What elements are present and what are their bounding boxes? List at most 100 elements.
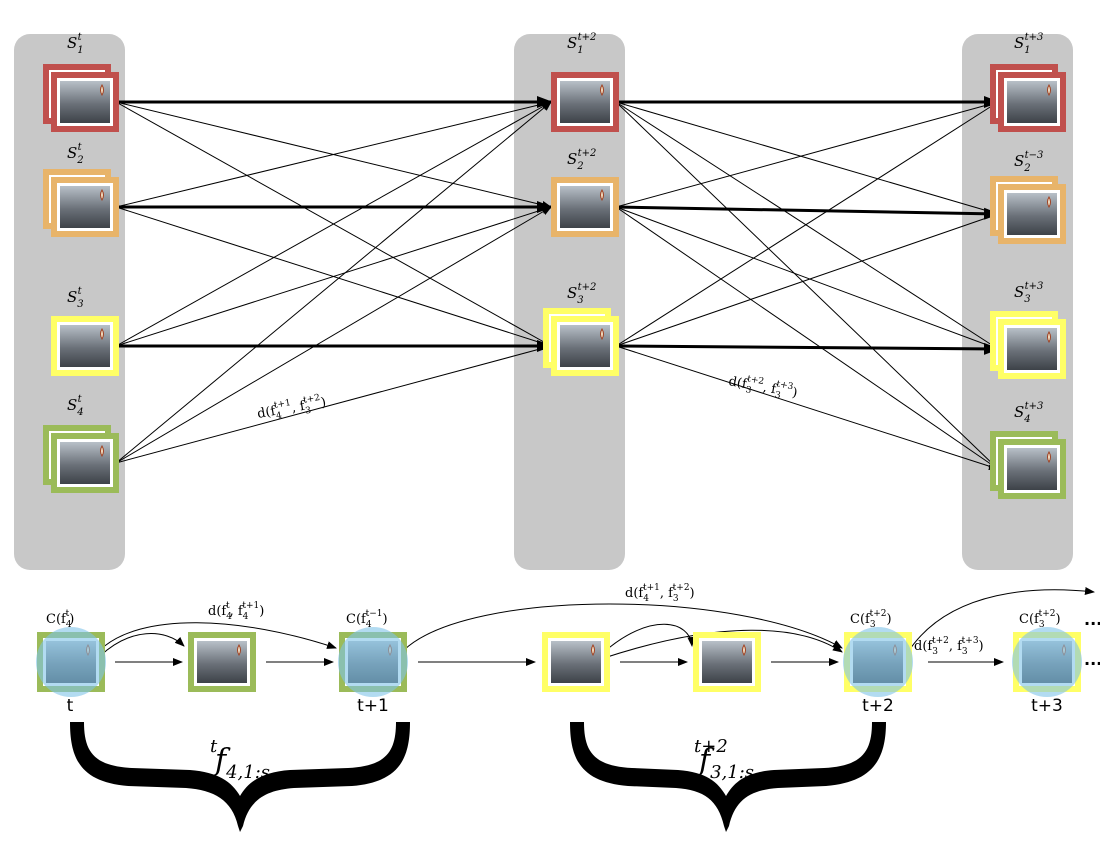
edge-label-right: d(f3t+2, f3t+3) bbox=[727, 371, 799, 404]
timeline-edges bbox=[99, 587, 1095, 666]
edge-t2-3-to-t3-3 bbox=[615, 342, 1000, 355]
edge-t2-2-to-t3-1 bbox=[615, 100, 999, 208]
timeline-frame-1 bbox=[36, 627, 106, 697]
cost-label-4: C(f3t+2) bbox=[1019, 609, 1061, 630]
brace-right-shape bbox=[570, 722, 886, 832]
state-label-t+3-2: S2t−3 bbox=[1014, 150, 1043, 174]
edge-label-left-b-sub: 3 bbox=[305, 406, 313, 417]
brace-label-right: f3,1:st+2 bbox=[694, 736, 754, 783]
edge-label-right-b-sup: t+3 bbox=[776, 379, 795, 392]
timeline-frame-7 bbox=[1012, 627, 1082, 697]
state-label-t+2-1: S1t+2 bbox=[567, 32, 596, 56]
timeline-frame-6 bbox=[843, 627, 913, 697]
timeline-frame-2 bbox=[188, 632, 256, 692]
segment-t+2-2 bbox=[551, 177, 619, 237]
transition-edges bbox=[115, 96, 1000, 471]
flame-mark-icon bbox=[1047, 196, 1051, 208]
segment-t-4 bbox=[43, 425, 119, 493]
brace-label-left: f4,1:st bbox=[210, 736, 270, 783]
edge-t-4-to-t2-2 bbox=[115, 206, 552, 464]
state-label-t-1: S1t bbox=[67, 32, 84, 56]
segment-t-3 bbox=[51, 316, 119, 376]
state-label-t+3-3: S3t+3 bbox=[1014, 281, 1043, 305]
edge-label-right-b-sub: 3 bbox=[774, 390, 782, 401]
timeline-frame-5 bbox=[693, 632, 761, 692]
time-label-t1: t+1 bbox=[357, 696, 389, 716]
flame-mark-icon bbox=[1047, 84, 1051, 96]
segment-frames bbox=[43, 64, 1066, 499]
cost-highlight-7 bbox=[1012, 627, 1082, 697]
edge-label-right-a-sub: 3 bbox=[745, 385, 753, 396]
state-label-t+2-3: S3t+2 bbox=[567, 282, 596, 306]
flame-mark-icon bbox=[237, 644, 241, 656]
segment-t+3-2 bbox=[990, 176, 1066, 244]
segment-t+3-4 bbox=[990, 431, 1066, 499]
flame-mark-icon bbox=[100, 189, 104, 201]
cost-label-1: C(f4t) bbox=[46, 609, 74, 630]
edge-t2-3-to-t3-1 bbox=[615, 101, 999, 347]
edge-t-3-to-t2-1 bbox=[115, 101, 552, 347]
flame-mark-icon bbox=[1047, 451, 1051, 463]
cost-labels: C(f4t) C(f4t−1) C(f3t+2) C(f3t+2) bbox=[46, 609, 1061, 630]
brace-left bbox=[70, 722, 410, 832]
edge-t2-1-to-t3-4 bbox=[615, 101, 999, 470]
state-label-t+3-4: S4t+3 bbox=[1014, 401, 1043, 425]
cost-highlight-3 bbox=[338, 627, 408, 697]
edge-t2-2-to-t3-2 bbox=[615, 205, 1000, 220]
edge-label-left-a-sub: 4 bbox=[275, 411, 283, 422]
segment-t+3-1 bbox=[990, 64, 1066, 132]
edge-t2-2-to-t3-3 bbox=[615, 206, 999, 350]
svg-text:d(f3t+2, f3t+3): d(f3t+2, f3t+3) bbox=[727, 371, 799, 404]
edge-label-right-text: d(f bbox=[727, 374, 749, 392]
timeline-skip-3 bbox=[403, 603, 843, 651]
timeline-skip-4 bbox=[603, 623, 696, 653]
edge-t2-1-to-t3-2 bbox=[615, 101, 999, 216]
edge-label-right-a-sup: t+2 bbox=[746, 374, 764, 387]
edge-t-4-to-t2-3 bbox=[115, 344, 552, 464]
flame-mark-icon bbox=[600, 328, 604, 340]
edge-label-left-b-sup: t+2 bbox=[303, 393, 321, 406]
edge-label-left-a-sup: t+1 bbox=[273, 398, 291, 411]
edge-t-3-to-t2-2 bbox=[115, 205, 552, 347]
brace-right bbox=[570, 722, 886, 832]
cost-label-3: C(f3t+2) bbox=[850, 609, 892, 630]
flame-mark-icon bbox=[100, 445, 104, 457]
segment-t+2-3 bbox=[543, 308, 619, 376]
distance-labels: d(f4t, f4t+1) d(f4t+1, f3t+2) d(f3t+2, f… bbox=[208, 583, 984, 657]
state-label-t-4: S4t bbox=[67, 394, 84, 418]
distance-label-2: d(f4t+1, f3t+2) bbox=[625, 583, 695, 604]
edge-t-2-to-t2-1 bbox=[115, 100, 552, 208]
cost-highlight-6 bbox=[843, 627, 913, 697]
flame-mark-icon bbox=[100, 84, 104, 96]
column-t2-bg bbox=[514, 34, 625, 570]
edge-t2-1-to-t3-3 bbox=[615, 101, 999, 350]
edge-t2-3-to-t3-4 bbox=[615, 345, 999, 471]
timeline-skip-2 bbox=[99, 633, 185, 657]
time-label-t2: t+2 bbox=[862, 696, 894, 716]
time-label-t: t bbox=[67, 696, 74, 716]
timeline-frame-3 bbox=[338, 627, 408, 697]
timeline-skip-1 bbox=[99, 622, 337, 651]
column-backgrounds bbox=[14, 34, 1073, 570]
flame-mark-icon bbox=[591, 644, 595, 656]
edge-label-left: d(f4t+1, f3t+2) bbox=[256, 392, 328, 425]
timeline-frames bbox=[36, 627, 1082, 697]
edge-label-left-text: d(f bbox=[256, 404, 278, 422]
brace-left-shape bbox=[70, 722, 410, 832]
time-labels: t t+1 t+2 t+3 bbox=[67, 696, 1063, 716]
edge-t2-3-to-t3-2 bbox=[615, 213, 999, 347]
cost-label-2: C(f4t−1) bbox=[346, 609, 388, 630]
distance-label-1: d(f4t, f4t+1) bbox=[208, 601, 264, 622]
state-label-t+3-1: S1t+3 bbox=[1014, 32, 1043, 56]
flame-mark-icon bbox=[600, 189, 604, 201]
svg-text:d(f4t+1, f3t+2): d(f4t+1, f3t+2) bbox=[256, 392, 328, 425]
flame-mark-icon bbox=[600, 84, 604, 96]
distance-label-3: d(f3t+2, f3t+3) bbox=[914, 636, 984, 657]
edge-t-4-to-t2-1 bbox=[115, 101, 552, 464]
state-label-t+2-2: S2t+2 bbox=[567, 148, 596, 172]
cost-highlight-1 bbox=[36, 627, 106, 697]
state-labels: S1tS2tS3tS4tS1t+2S2t+2S3t+2S1t+3S2t−3S3t… bbox=[67, 32, 1043, 425]
ellipsis-bottom: ... bbox=[1084, 650, 1100, 669]
edge-t2-2-to-t3-4 bbox=[615, 206, 999, 470]
